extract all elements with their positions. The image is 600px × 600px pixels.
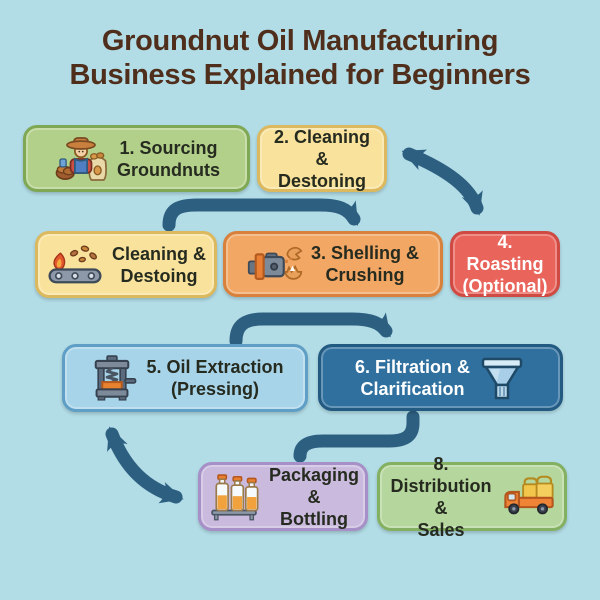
step-label: 5. Oil Extraction (Pressing) [146,356,283,400]
step-box-oil-extraction: 5. Oil Extraction (Pressing) [62,344,308,412]
step-box-packaging-bottling: Packaging & Bottling [198,462,368,531]
step-label-line1: 4. Roasting [466,232,544,274]
step-label-line1: 3. Shelling & [310,243,420,263]
crusher-icon [247,241,303,287]
step-label: Packaging & Bottling [269,464,359,530]
step-label-line2: Sales [417,519,465,540]
step-box-filtration-clarification: 6. Filtration & Clarification [318,344,563,411]
step-label: 8. Distribution & Sales [388,453,494,541]
step-label-line1: 6. Filtration & [354,356,470,377]
page-title-line2: Business Explained for Beginners [69,59,531,91]
step-label-line2: (Optional) [462,276,548,296]
step-label-line2: Crushing [325,265,405,285]
step-box-cleaning-destoning: 2. Cleaning & Destoning [257,125,387,192]
step-label-line2: Destoning [278,170,366,191]
step-label: 1. Sourcing Groundnuts [117,137,220,181]
step-label: Cleaning & Destoing [112,243,206,287]
arrow-row1-to-row2 [162,198,361,232]
step-box-cleaning-destoing: Cleaning & Destoing [35,231,217,298]
step-label-line1: 2. Cleaning & [273,126,371,169]
arrow-row2-to-row3 [229,312,393,348]
step-label-line2: Bottling [280,508,348,529]
step-label-line1: Packaging & [268,464,360,507]
step-label-line2: (Pressing) [170,379,259,399]
step-label-line2: Clarification [360,378,465,399]
step-label-line1: Cleaning & [112,243,207,264]
farmer-icon [53,132,109,186]
step-label-line2: Groundnuts [117,159,220,180]
arrow-extraction-packaging-double [105,426,184,504]
step-box-sourcing-groundnuts: 1. Sourcing Groundnuts [23,125,250,192]
step-label: 6. Filtration & Clarification [355,356,470,400]
step-box-shelling-crushing: 3. Shelling & Crushing [223,231,443,297]
step-box-distribution-sales: 8. Distribution & Sales [377,454,567,540]
step-label: 4. Roasting (Optional) [461,231,549,297]
step-label-line1: 1. Sourcing [119,137,218,158]
conveyor-icon [46,244,104,286]
page-title: Groundnut Oil Manufacturing Business Exp… [0,24,600,92]
connector-filtration-to-packaging [293,410,420,463]
funnel-icon [478,354,526,402]
press-icon [86,353,138,403]
bottles-icon [207,471,261,523]
step-label-line1: 8. Distribution & [390,453,492,518]
step-label-line1: 5. Oil Extraction [146,357,284,377]
page-title-line1: Groundnut Oil Manufacturing [101,25,499,57]
step-label: 3. Shelling & Crushing [311,242,419,286]
step-box-roasting-optional: 4. Roasting (Optional) [450,231,560,297]
delivery-truck-icon [502,474,556,520]
step-label: 2. Cleaning & Destoning [268,126,376,192]
arrow-cleaning-roasting-double [401,147,484,216]
step-label-line2: Destoing [120,265,198,286]
